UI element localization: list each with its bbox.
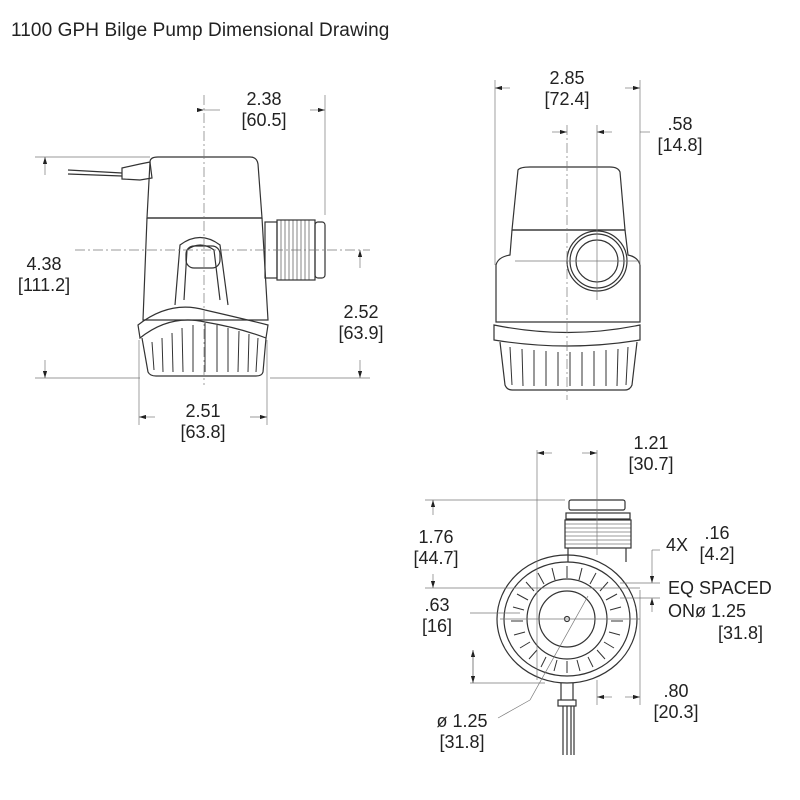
dim-top-width-in: 2.38: [246, 89, 282, 109]
dim-hole-spacing: .80 [20.3]: [646, 681, 706, 723]
dim-overall-width-mm: [72.4]: [544, 89, 590, 109]
dim-overall-width-in: 2.85: [549, 68, 585, 88]
front-view-dimension-lines: [494, 80, 650, 400]
dim-overall-width: 2.85 [72.4]: [534, 68, 600, 110]
side-view: [67, 156, 326, 377]
bottom-view-dimension-lines: [425, 450, 660, 719]
dim-front-outlet-offset-mm: [14.8]: [657, 135, 703, 155]
dim-bottom-outlet-offset: 1.21 [30.7]: [618, 433, 684, 475]
dim-front-outlet-offset: .58 [14.8]: [650, 114, 710, 156]
dim-circle-diameter-mm: [31.8]: [439, 732, 485, 752]
dim-outlet-height-mm: [63.9]: [338, 323, 384, 343]
dim-base-width: 2.51 [63.8]: [170, 401, 236, 443]
bottom-view: [496, 499, 638, 755]
drawing-title: 1100 GPH Bilge Pump Dimensional Drawing: [11, 20, 390, 41]
dim-circle-diameter: ø 1.25 [31.8]: [424, 711, 500, 753]
side-view-dimension-lines: [35, 95, 370, 425]
dim-base-width-in: 2.51: [185, 401, 221, 421]
holes-note-line3: [31.8]: [718, 623, 764, 643]
holes-note-line2: ONø 1.25: [668, 601, 747, 621]
dim-outlet-height-in: 2.52: [343, 302, 379, 322]
dim-hole-offset: .63 [16]: [412, 595, 462, 637]
dim-hole-offset-in: .63: [424, 595, 450, 615]
dim-outlet-length-mm: [44.7]: [413, 548, 459, 568]
holes-size-mm: [4.2]: [699, 544, 735, 564]
dim-outlet-length: 1.76 [44.7]: [406, 527, 466, 569]
dim-outlet-height: 2.52 [63.9]: [333, 302, 389, 344]
holes-note-line1: EQ SPACED: [668, 578, 772, 598]
dim-overall-height: 4.38 [111.2]: [6, 254, 82, 296]
dim-bottom-outlet-offset-in: 1.21: [633, 433, 669, 453]
dim-top-width: 2.38 [60.5]: [232, 89, 296, 131]
dim-overall-height-mm: [111.2]: [17, 275, 71, 295]
dim-front-outlet-offset-in: .58: [667, 114, 693, 134]
dim-base-width-mm: [63.8]: [180, 422, 226, 442]
holes-size: .16 [4.2]: [694, 523, 740, 565]
dim-top-width-mm: [60.5]: [241, 110, 287, 130]
dim-outlet-length-in: 1.76: [418, 527, 454, 547]
dim-hole-spacing-mm: [20.3]: [653, 702, 699, 722]
strainer-slots: [511, 566, 623, 673]
dim-bottom-outlet-offset-mm: [30.7]: [628, 454, 674, 474]
holes-size-in: .16: [704, 523, 730, 543]
dim-circle-diameter-in: ø 1.25: [436, 711, 488, 731]
holes-count: 4X: [666, 535, 689, 555]
dim-hole-spacing-in: .80: [663, 681, 689, 701]
dim-overall-height-in: 4.38: [26, 254, 62, 274]
dim-hole-offset-mm: [16]: [421, 616, 453, 636]
